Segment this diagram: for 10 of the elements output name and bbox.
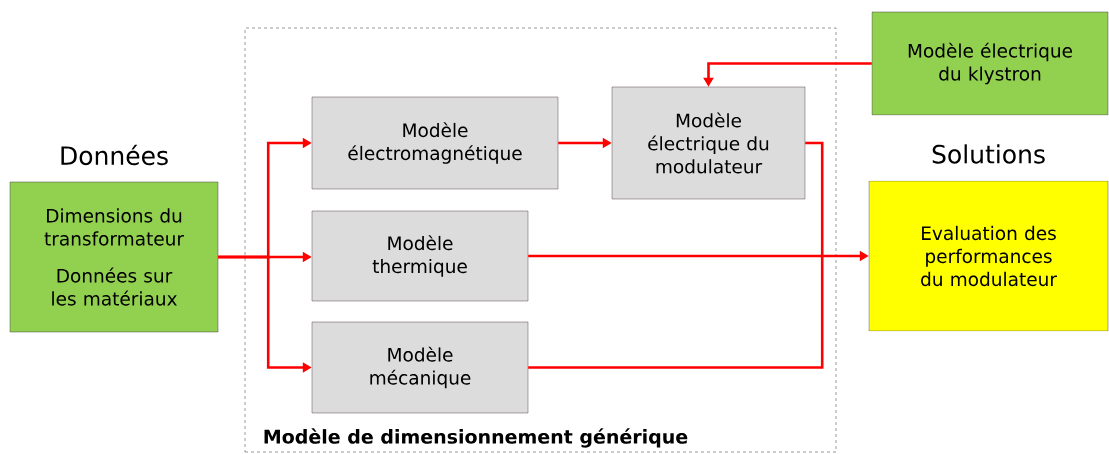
input-box: Modèle électrique du klystron bbox=[871, 11, 1109, 116]
model-box: Modèle mécanique bbox=[311, 321, 529, 414]
frame-title: Modèle de dimensionnement générique bbox=[264, 428, 688, 448]
model-box: Modèle thermique bbox=[311, 210, 529, 302]
output-box: Evaluation des performances du modulateur bbox=[868, 180, 1109, 332]
box-heading: Solutions bbox=[932, 144, 1045, 164]
box-heading: Données bbox=[61, 144, 168, 166]
input-box: Dimensions du transformateur Données sur les matériaux bbox=[9, 181, 219, 333]
model-box: Modèle électrique du modulateur bbox=[611, 86, 806, 200]
model-box: Modèle électromagnétique bbox=[311, 96, 559, 190]
